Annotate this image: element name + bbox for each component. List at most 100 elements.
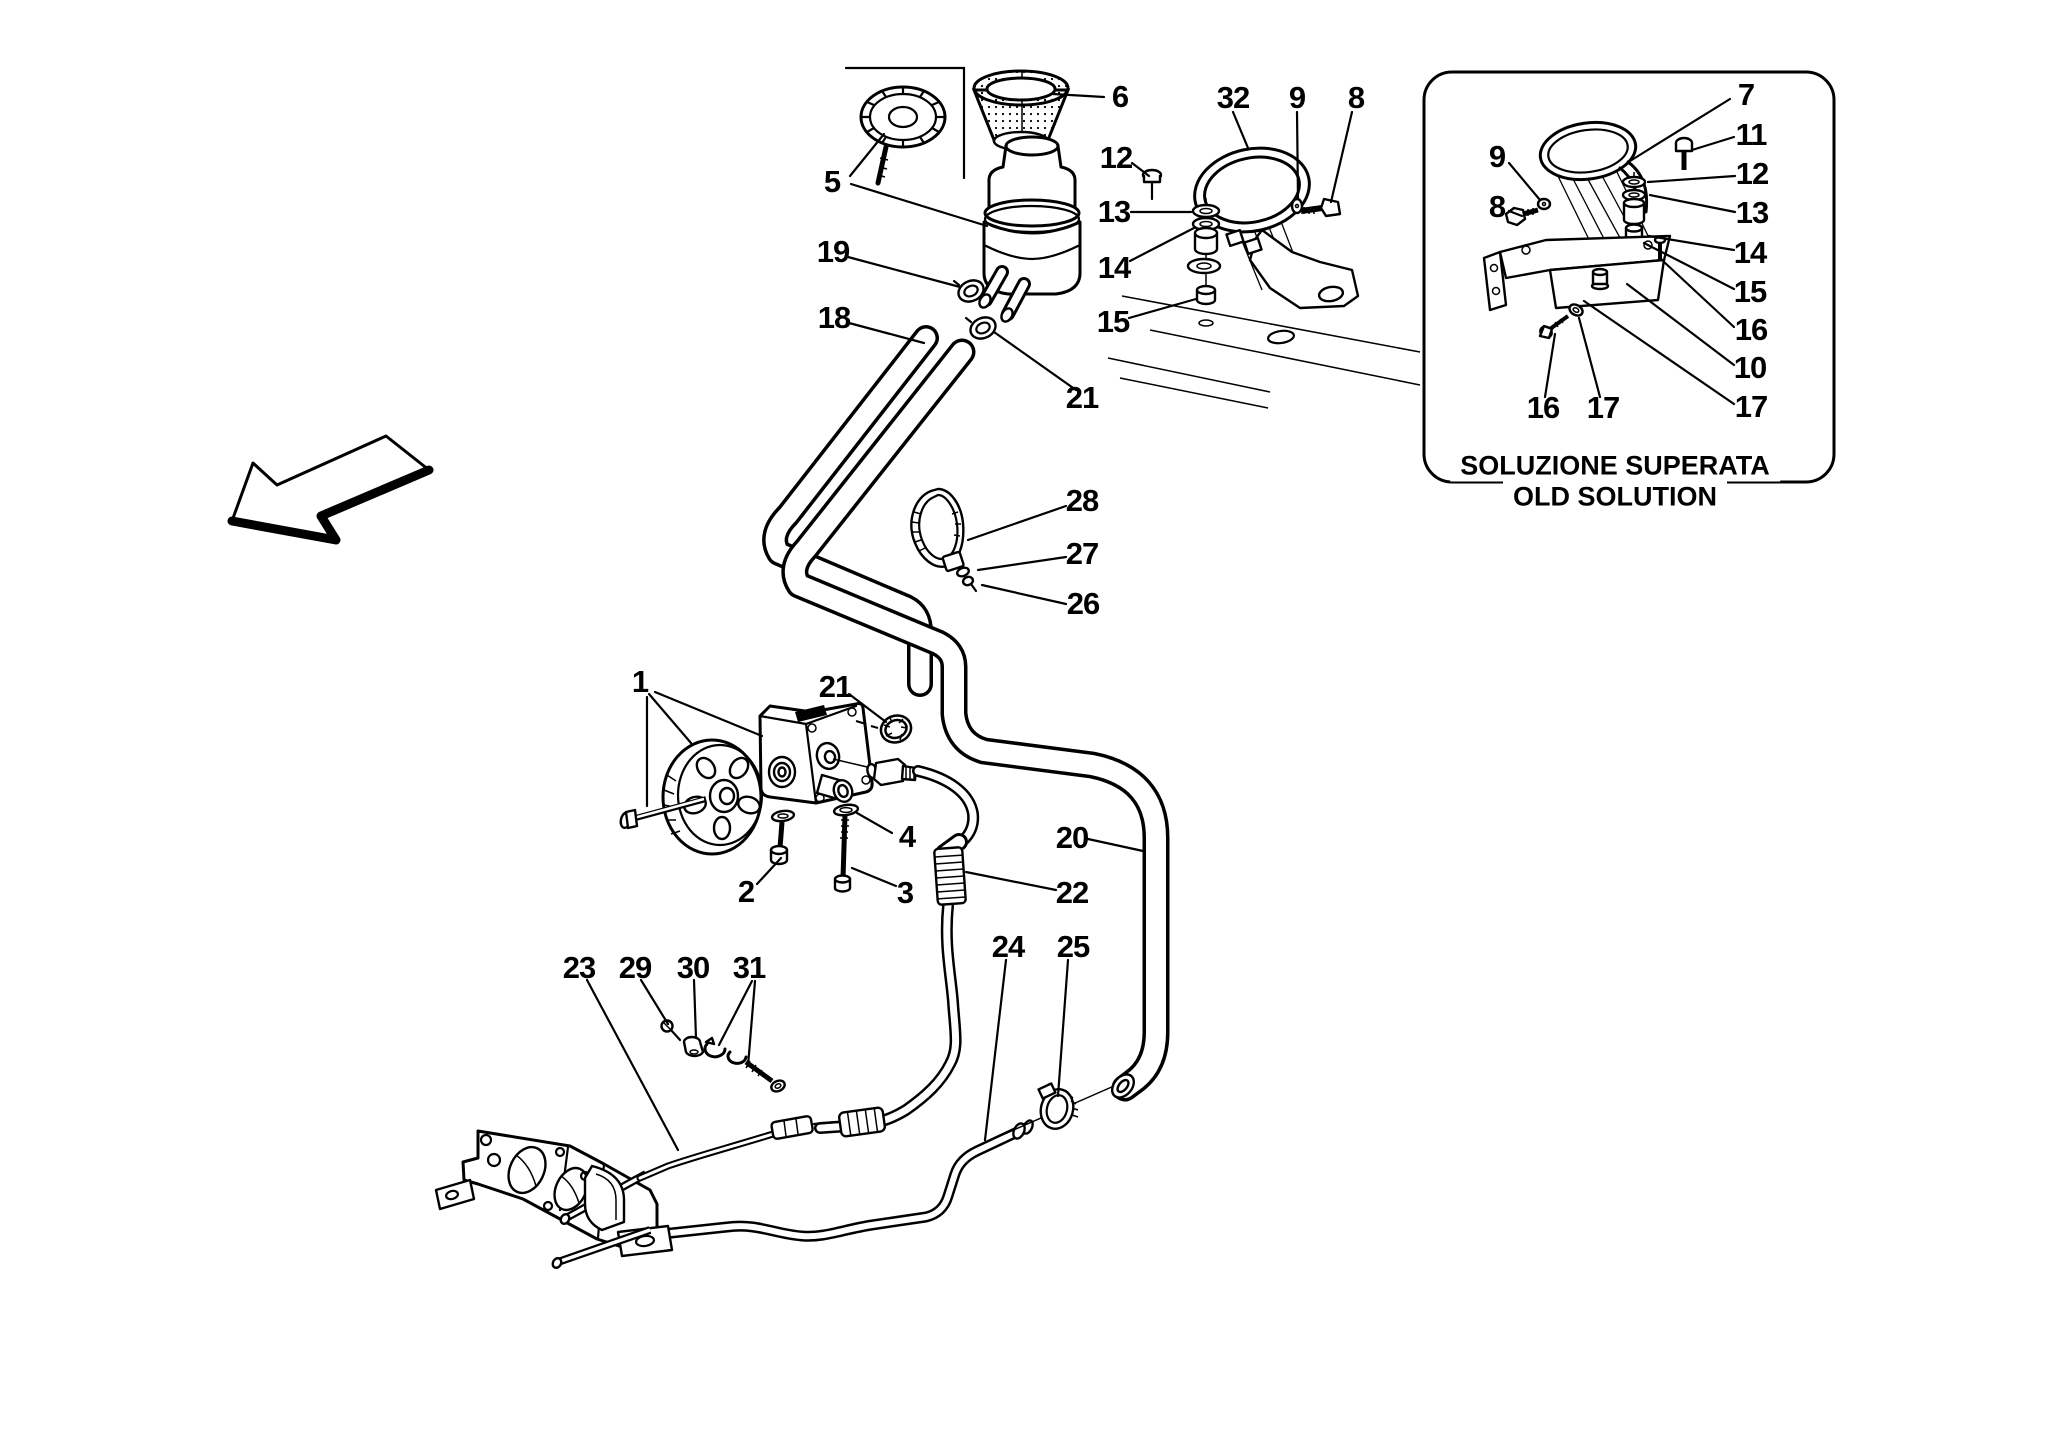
inset-title-italian: SOLUZIONE SUPERATA	[1450, 450, 1780, 482]
part-label-15: 15	[1096, 304, 1130, 339]
leader-27	[976, 555, 1068, 572]
leader-29	[639, 978, 670, 1026]
part-label-28: 28	[1065, 483, 1099, 518]
leader-23	[585, 978, 680, 1152]
leader-2	[755, 856, 783, 886]
leader-15i	[1642, 241, 1736, 291]
leader-4	[855, 811, 894, 835]
leader-19	[846, 255, 962, 289]
leader-7i	[1628, 97, 1732, 163]
leader-30	[692, 978, 698, 1040]
leader-10i	[1625, 282, 1736, 367]
leader-16b	[1543, 332, 1557, 399]
leader-6	[1051, 92, 1106, 99]
part-label-3: 3	[896, 875, 914, 910]
part-label-18: 18	[817, 300, 851, 335]
part-label-5: 5	[823, 164, 841, 199]
leader-31	[717, 979, 754, 1047]
leader-12	[1130, 161, 1151, 178]
inset-title-english: OLD SOLUTION	[1503, 481, 1727, 513]
inset-box	[1422, 70, 1836, 484]
leader-20	[1086, 837, 1145, 853]
chassis-panel-lines	[1107, 295, 1421, 409]
part-label-27: 27	[1065, 536, 1099, 571]
hose-clamp-19	[952, 279, 985, 303]
leader-11i	[1690, 135, 1736, 152]
part-label-29: 29	[618, 950, 652, 985]
leader-12i	[1646, 174, 1737, 184]
inset-pin-9	[1536, 197, 1552, 211]
leader-21a	[992, 330, 1078, 392]
reservoir-body	[982, 135, 1082, 296]
part-label-24: 24	[991, 929, 1025, 964]
leader-5	[848, 132, 886, 178]
leader-1	[653, 690, 764, 738]
part-label-31: 31	[732, 950, 766, 985]
part-label-20: 20	[1055, 820, 1089, 855]
part-label-17i: 17	[1734, 389, 1768, 424]
cable-end-fittings-23	[770, 1106, 887, 1140]
leader-3	[850, 866, 898, 888]
part-label-15i: 15	[1733, 274, 1767, 309]
leader-8	[1329, 110, 1354, 204]
leader-21b	[847, 692, 888, 724]
part-label-7i: 7	[1737, 77, 1755, 112]
direction-arrow	[227, 434, 434, 545]
part-label-23: 23	[562, 950, 596, 985]
part-label-21a: 21	[1065, 380, 1099, 415]
part-label-8: 8	[1347, 80, 1365, 115]
hose-clamp-21-upper	[964, 316, 997, 340]
inset-bracket-10	[1482, 234, 1672, 312]
outlet-fitting	[866, 757, 918, 787]
leader-9b	[1507, 161, 1542, 202]
leader-24	[983, 958, 1008, 1142]
cable-tie-28	[910, 487, 978, 593]
leader-31	[746, 979, 757, 1068]
part-label-21b: 21	[818, 669, 852, 704]
part-label-16b: 16	[1526, 390, 1560, 425]
pump-body	[758, 702, 911, 805]
part-label-32: 32	[1216, 80, 1250, 115]
reservoir-cap-5	[859, 85, 947, 186]
part-label-1: 1	[631, 664, 649, 699]
leader-16i	[1661, 259, 1736, 329]
hose-clamp-25	[1037, 1082, 1079, 1130]
small-parts-29-30-31	[660, 1019, 786, 1093]
part-label-12i: 12	[1735, 156, 1769, 191]
part-label-9b: 9	[1488, 139, 1506, 174]
leader-22	[964, 870, 1058, 892]
part-label-26: 26	[1066, 586, 1100, 621]
strainer-funnel-6	[971, 69, 1071, 152]
leader-9	[1295, 110, 1300, 201]
part-label-30: 30	[676, 950, 710, 985]
part-label-14i: 14	[1733, 235, 1767, 270]
part-label-6: 6	[1111, 79, 1129, 114]
part-label-2: 2	[737, 874, 755, 909]
inset-bolt-11	[1674, 136, 1694, 170]
part-label-25: 25	[1056, 929, 1090, 964]
pressure-hose-22	[814, 765, 980, 1134]
leader-32	[1231, 110, 1250, 150]
leader-26	[980, 583, 1068, 606]
pump-mount-bolts	[769, 803, 860, 893]
part-label-17b: 17	[1586, 390, 1620, 425]
leader-1	[647, 692, 693, 745]
leader-5	[849, 182, 989, 228]
inset-bolt-16-washer-17	[1538, 303, 1584, 340]
leader-14	[1128, 226, 1196, 263]
part-label-10i: 10	[1733, 350, 1767, 385]
leader-17b	[1577, 316, 1602, 399]
leader-17i	[1582, 299, 1736, 406]
leader-28	[966, 504, 1068, 542]
part-label-8b: 8	[1488, 189, 1506, 224]
part-label-12: 12	[1099, 140, 1133, 175]
leader-14i	[1647, 234, 1736, 252]
rack-pipes-and-cable	[551, 1126, 790, 1269]
return-hose-20	[781, 338, 1170, 1102]
part-label-9: 9	[1288, 80, 1306, 115]
part-label-4: 4	[898, 819, 916, 854]
leader-15	[1127, 297, 1198, 320]
leader-13i	[1648, 193, 1737, 214]
